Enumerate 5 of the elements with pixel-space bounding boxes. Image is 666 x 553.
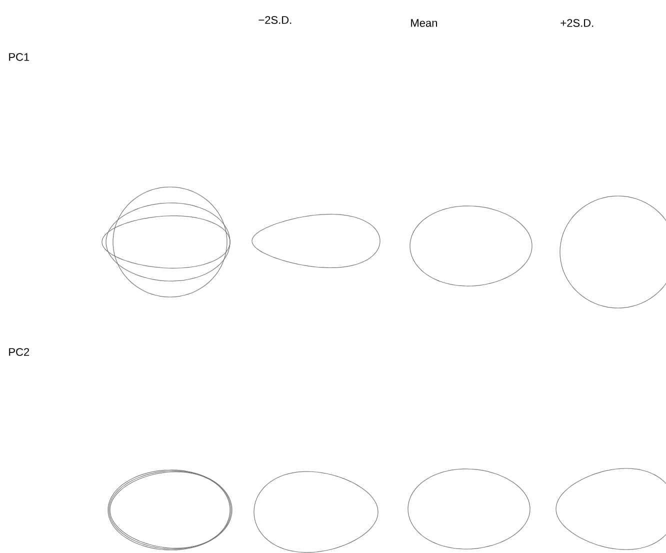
row-label: PC2 — [9, 348, 30, 356]
row-label: PC1 — [9, 53, 30, 61]
column-header: +2S.D. — [560, 19, 594, 27]
column-header: −2S.D. — [258, 16, 292, 24]
column-header: Mean — [411, 19, 437, 27]
